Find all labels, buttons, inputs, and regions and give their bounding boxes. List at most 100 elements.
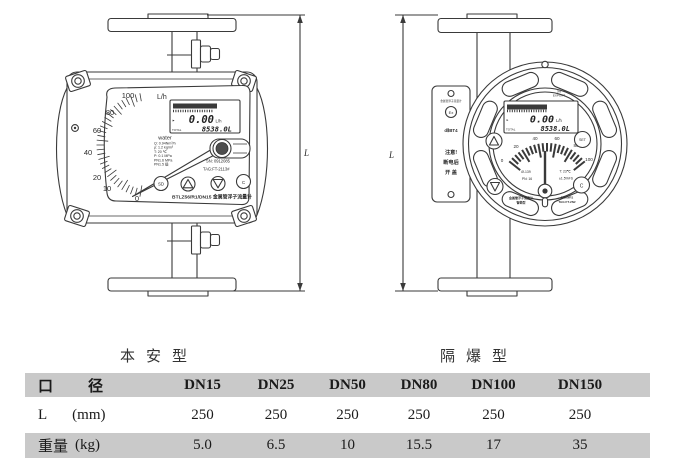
bezel-top-screw	[541, 60, 549, 69]
table-cell: 250	[264, 406, 288, 423]
right-group-label: 隔爆型	[440, 349, 519, 365]
table-cell: 5.0	[193, 437, 212, 453]
table-cell: 250	[568, 406, 592, 423]
face-footer: 金属管浮子流量计	[508, 195, 533, 200]
lcd-total-label: TOTAL	[506, 128, 516, 132]
scale-label: 100	[585, 157, 593, 162]
lcd-bargraph	[507, 104, 547, 110]
right-device-drawing: L 金属管浮子流量计 Ex dⅡBT4 注意! 断电后 开 盖 3% EXPOR…	[388, 13, 628, 297]
scale-label: 0	[135, 194, 139, 203]
body-seam-lines	[75, 78, 249, 217]
bottom-plate	[466, 290, 518, 297]
row-label: L	[38, 406, 48, 423]
triangle-down-icon	[212, 178, 224, 189]
table-col-header: DN150	[557, 376, 603, 393]
table-col-header: DN25	[257, 376, 295, 393]
table-row-weight: 重量 (kg) 5.0 6.5 10 15.5 17 35	[25, 433, 650, 458]
lcd-flow-unit: L/h	[216, 119, 223, 124]
bottom-bolt-nut	[199, 231, 212, 249]
scale-label: 40	[532, 136, 538, 141]
top-flange	[437, 17, 553, 34]
scale-label: 60	[93, 126, 101, 135]
scale-label: 20	[513, 144, 519, 149]
set-button-label: SET	[579, 138, 587, 142]
scale-label: 10	[103, 184, 111, 193]
table-cell: 250	[407, 406, 431, 423]
lcd-total-value: 8538.0L	[540, 125, 570, 133]
scale-label: 40	[84, 148, 92, 157]
scale-label: 100	[122, 91, 135, 100]
warning-line: 注意!	[445, 148, 457, 156]
face-footer: TAG:FT-2N#	[558, 200, 575, 204]
face-info: Ø-139	[521, 170, 531, 174]
lcd-flow-value: 0.00	[530, 115, 554, 126]
face-note: 3%	[557, 90, 562, 94]
table-cell: 250	[482, 406, 505, 423]
spec-line: ρ: 1.2 kg/m³	[154, 146, 174, 150]
nameplate-maker: 金属管浮子流量计	[440, 99, 462, 103]
row-unit: (mm)	[72, 406, 106, 423]
table-cell: 6.5	[266, 437, 286, 453]
spec-line: P: 0.1 MPa	[154, 154, 172, 158]
c-button	[572, 176, 591, 194]
spec-line: PN1.6 MPa	[154, 158, 172, 162]
spec-line: Q: 0.94Nm³/h	[154, 142, 176, 146]
scale-label: 60	[554, 136, 560, 141]
scale-label: 20	[93, 173, 101, 182]
scale-label: 80	[106, 108, 114, 117]
ex-logo	[444, 105, 458, 119]
nameplate-screw-top	[447, 89, 455, 98]
bottom-bolt-plate	[190, 225, 202, 255]
warning-line: 断电后	[443, 158, 459, 166]
table-cell: 35	[572, 437, 588, 453]
dimension-arrow-bottom	[400, 283, 406, 291]
c-button	[235, 173, 252, 190]
sd-button	[153, 175, 169, 192]
down-button	[486, 177, 504, 196]
dimension-arrow-bottom	[297, 283, 303, 291]
table-cell: 15.5	[405, 437, 433, 453]
bottom-flange	[437, 277, 553, 292]
triangle-up-icon	[488, 135, 500, 146]
ex-logo-text: Ex	[449, 110, 454, 115]
bottom-plate	[147, 290, 209, 297]
top-bolt-cap	[209, 47, 221, 61]
dimension-arrow-top	[297, 15, 303, 23]
row-unit: (kg)	[75, 437, 101, 453]
face-info: ±1.5%FS	[559, 177, 574, 181]
bottom-bolt-cap	[209, 233, 221, 247]
face-footer: 智能型	[516, 200, 525, 205]
table-cell: 10	[340, 437, 355, 453]
dimension-lines	[395, 14, 438, 292]
table-col-header: DN50	[329, 376, 366, 393]
row-label: 重量	[38, 439, 69, 455]
scale-label: 0	[501, 158, 504, 163]
table-col-header: DN100	[471, 376, 516, 393]
set-button	[573, 130, 592, 149]
dimension-label-right: L	[388, 150, 394, 160]
up-button	[485, 132, 503, 150]
sd-button-label: SD	[158, 182, 164, 187]
spec-line: T: 20 ℃	[154, 150, 168, 154]
spec-line: PN1.5 级	[154, 162, 169, 167]
table-col-header: DN15	[184, 376, 221, 393]
table-col-header: DN80	[400, 376, 438, 393]
face-info: PN: 16	[522, 177, 532, 181]
scale-unit: L/h	[157, 94, 167, 101]
lcd-total-label: TOTAL	[172, 128, 182, 132]
face-scale-ticks	[508, 143, 586, 171]
c-button-label: C	[242, 180, 246, 185]
top-bolt-plate	[190, 39, 202, 69]
bezel-slots	[472, 71, 618, 217]
dimension-label-left: L	[303, 148, 309, 158]
ex-marking: dⅡBT4	[444, 128, 458, 133]
left-group-label: 本安型	[120, 349, 199, 365]
flow-icon: ►	[172, 119, 175, 123]
triangle-up-icon	[182, 178, 194, 189]
lcd-total-value: 8538.0L	[202, 125, 232, 134]
face-info: T: 23℃	[559, 170, 570, 174]
top-flange	[107, 17, 237, 33]
face-note: EXPORT	[553, 94, 565, 98]
dimension-arrow-top	[400, 15, 406, 23]
